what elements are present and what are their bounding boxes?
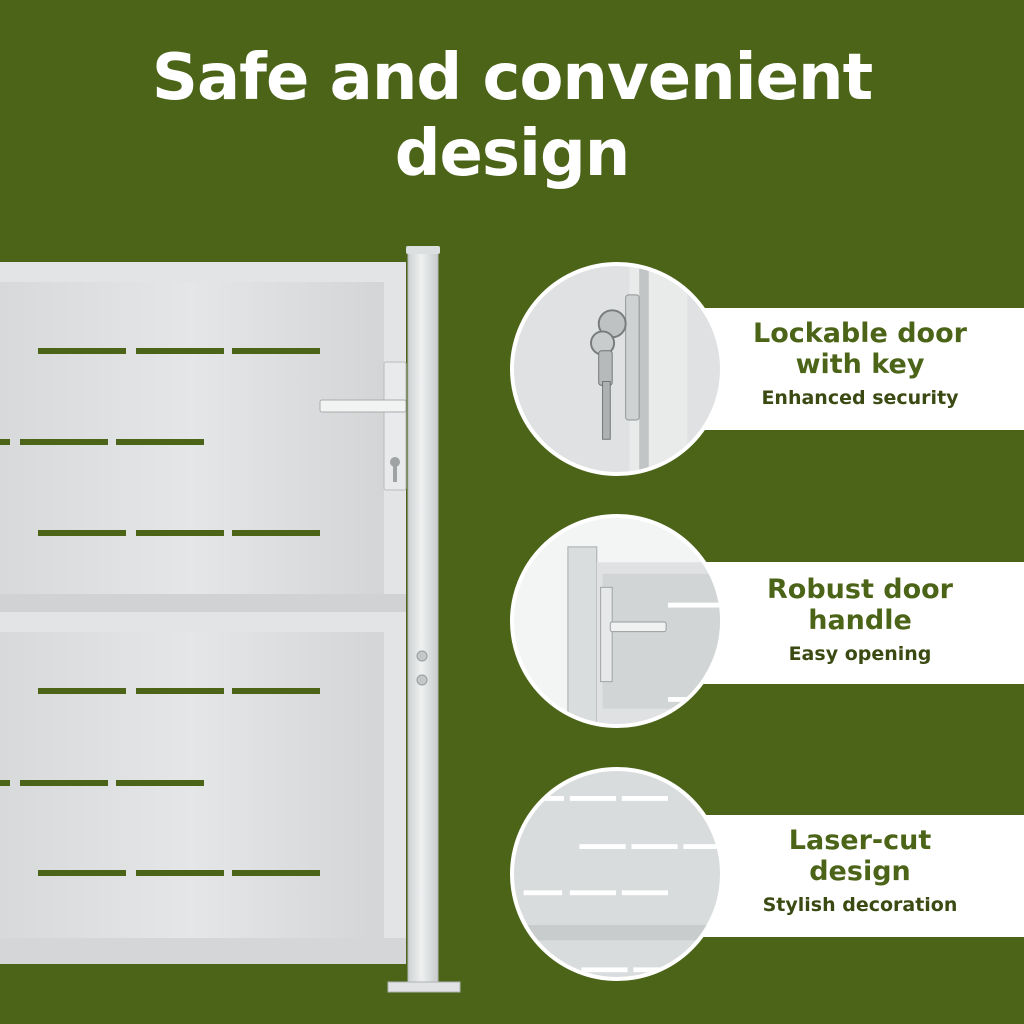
feature-lockable-door: Lockable door with key Enhanced security	[0, 260, 1024, 480]
feature-title: Laser-cut design	[730, 825, 990, 887]
door-handle-icon	[510, 514, 724, 728]
feature-subtitle: Easy opening	[788, 643, 932, 665]
feature-title-line-2: with key	[795, 349, 925, 380]
feature-subtitle: Stylish decoration	[762, 894, 958, 916]
feature-title-line-1: Robust door	[766, 574, 953, 605]
feature-robust-handle: Robust door handle Easy opening	[0, 512, 1024, 732]
gate-upper-panel	[0, 262, 406, 612]
feature-title: Robust door handle	[730, 574, 990, 636]
door-handle	[319, 361, 407, 491]
feature-title-line-2: design	[809, 856, 911, 887]
feature-title-line-2: handle	[808, 605, 912, 636]
feature-title-line-1: Lockable door	[753, 318, 967, 349]
page-title-line-2: design	[394, 117, 631, 191]
feature-text: Laser-cut design Stylish decoration	[730, 825, 990, 917]
feature-laser-cut: Laser-cut design Stylish decoration	[0, 765, 1024, 985]
gate-post	[387, 246, 461, 993]
feature-title: Lockable door with key	[730, 318, 990, 380]
page-title: Safe and convenient design	[0, 40, 1024, 192]
key-lock-icon	[510, 262, 724, 476]
feature-text: Lockable door with key Enhanced security	[730, 318, 990, 410]
laser-cut-panel-icon	[510, 767, 724, 981]
page-title-line-1: Safe and convenient	[151, 41, 873, 115]
feature-title-line-1: Laser-cut	[788, 825, 932, 856]
laser-cut-slots	[0, 348, 320, 876]
feature-subtitle: Enhanced security	[761, 387, 959, 409]
feature-text: Robust door handle Easy opening	[730, 574, 990, 666]
